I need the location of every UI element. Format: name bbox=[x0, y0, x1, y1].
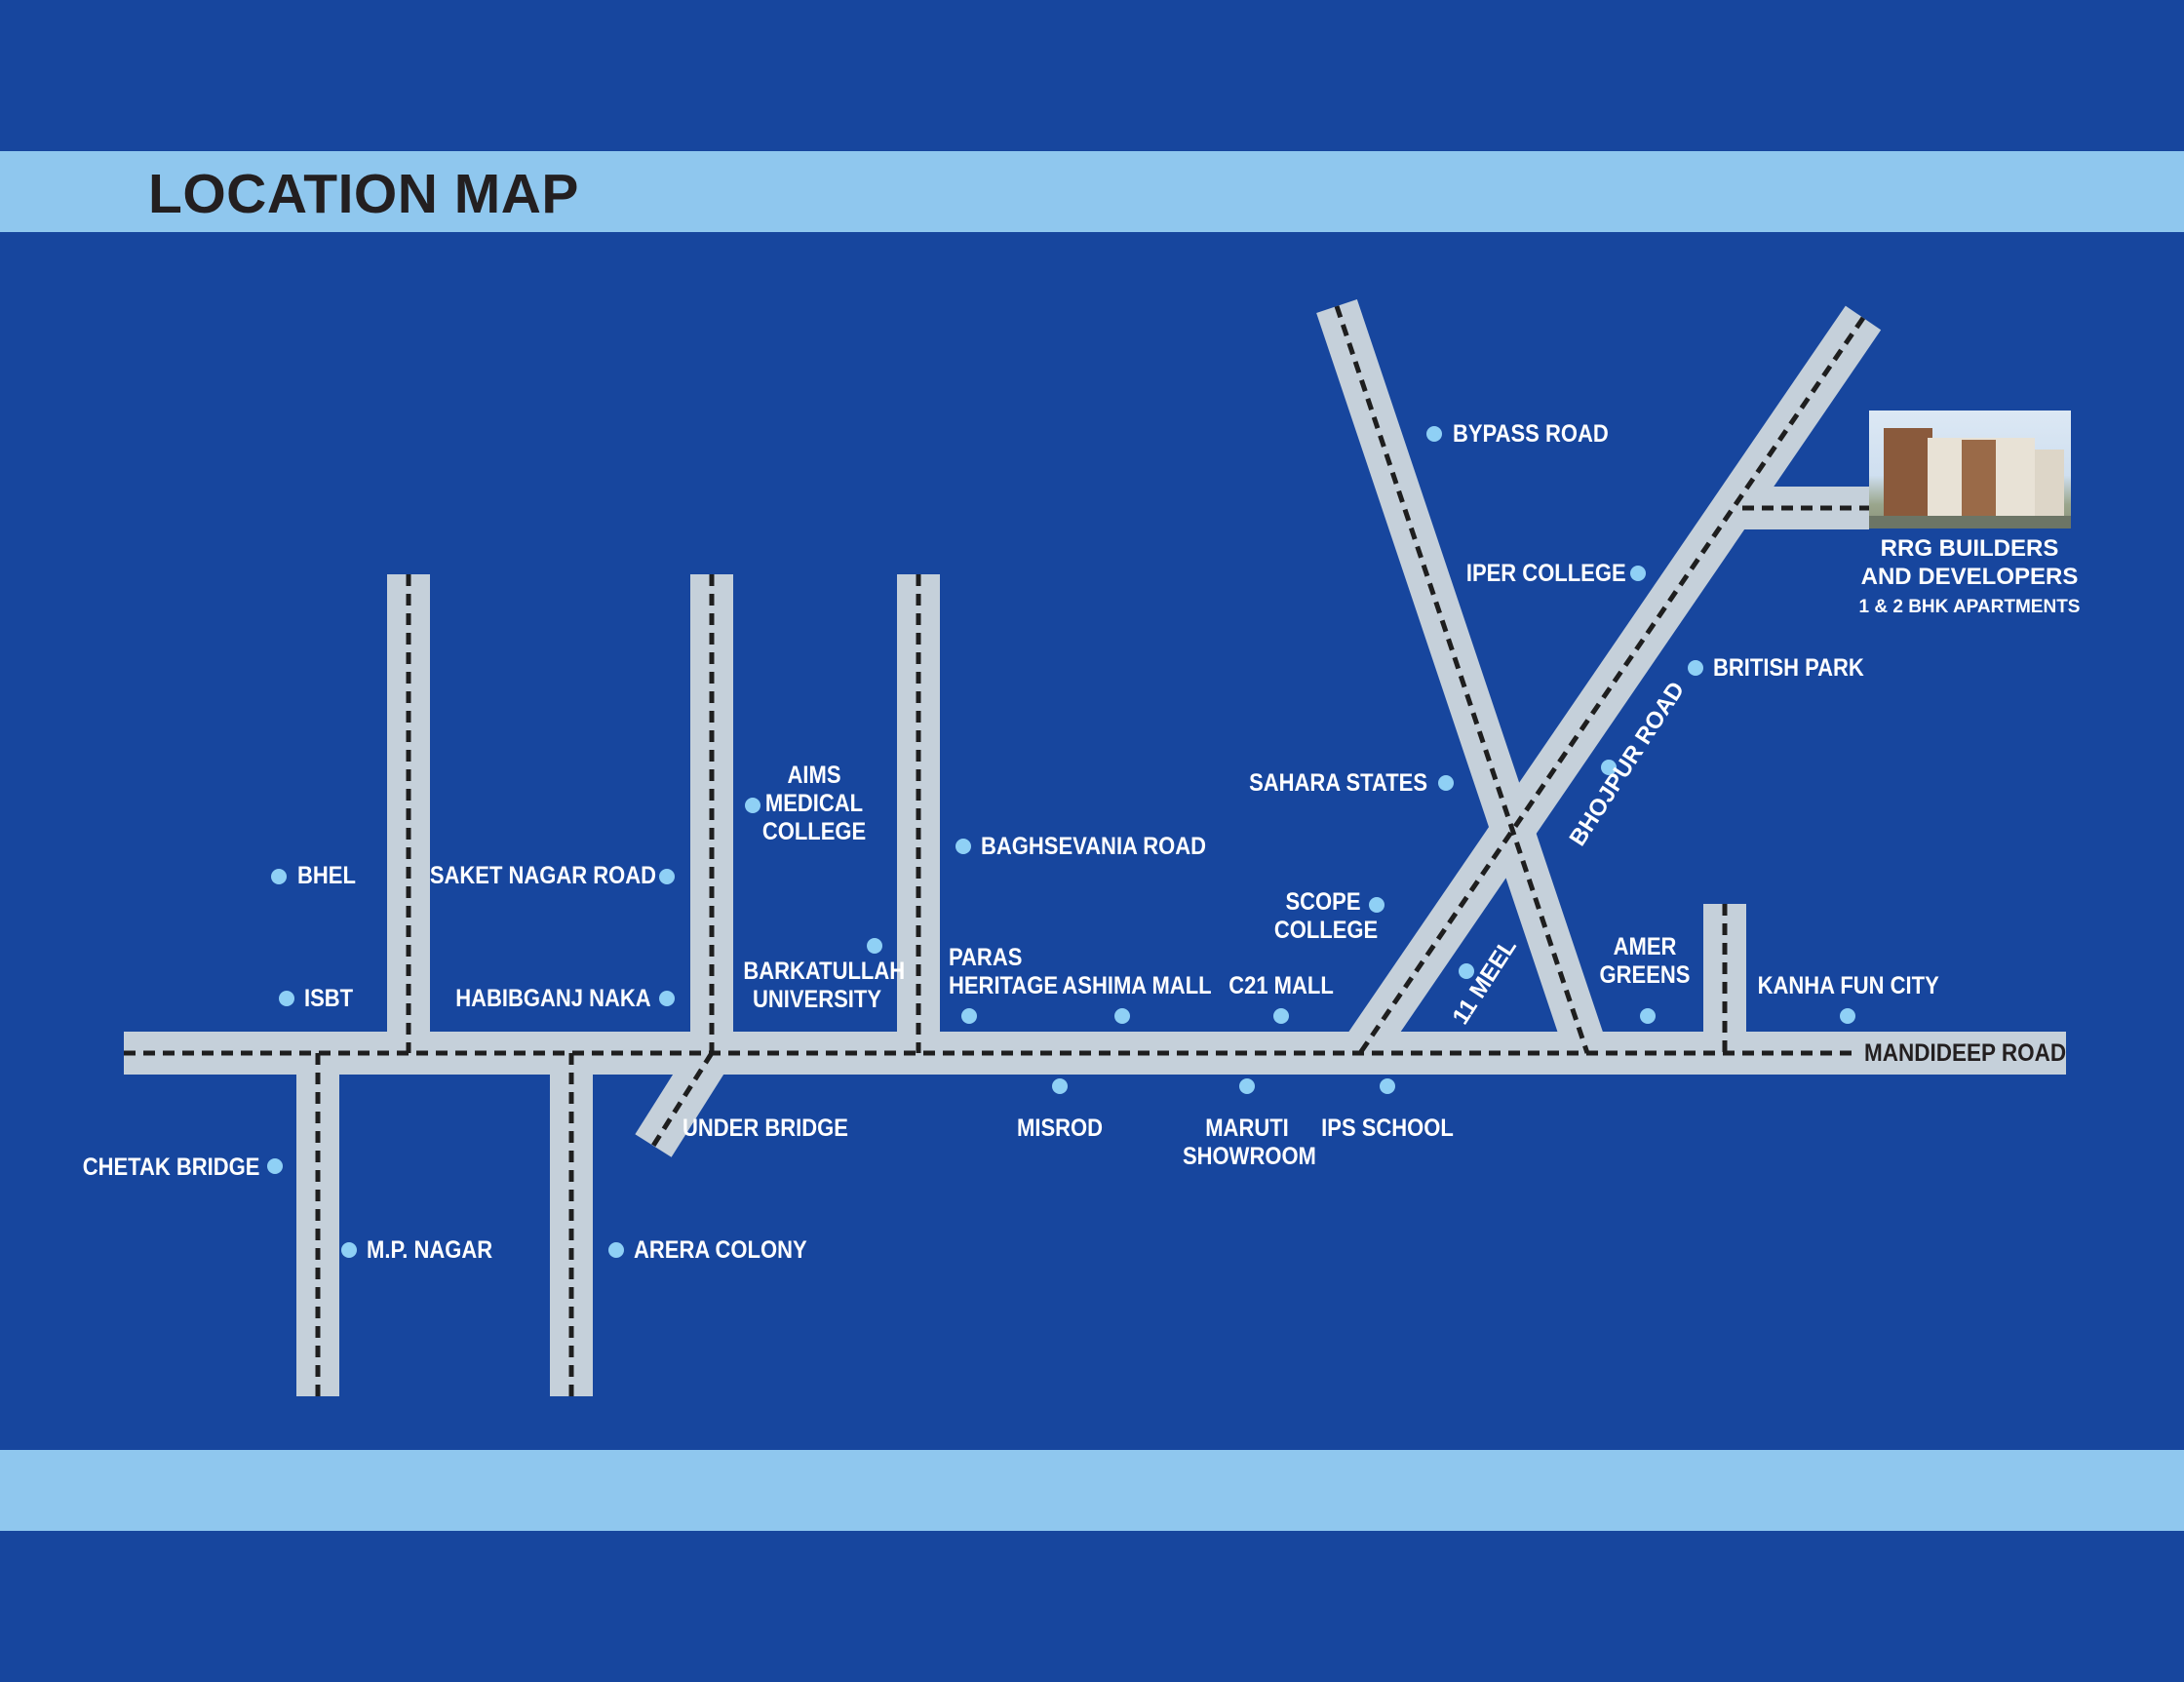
label-amer-greens: AMER GREENS bbox=[1598, 933, 1693, 990]
label-ips-school: IPS SCHOOL bbox=[1321, 1115, 1454, 1142]
dot-c21-mall bbox=[1273, 1008, 1289, 1024]
dot-bhel bbox=[271, 869, 287, 884]
label-habibganj-naka: HABIBGANJ NAKA bbox=[455, 985, 651, 1012]
label-chetak-bridge: CHETAK BRIDGE bbox=[82, 1154, 260, 1181]
project-name: RRG BUILDERS AND DEVELOPERS bbox=[1833, 534, 2106, 591]
road-under-bridge bbox=[635, 1041, 730, 1157]
dot-ips-school bbox=[1380, 1078, 1395, 1094]
title-band bbox=[0, 151, 2184, 232]
project-name-line2: AND DEVELOPERS bbox=[1860, 564, 2079, 590]
label-paras-line2: HERITAGE bbox=[949, 972, 1059, 999]
label-aims-line3: COLLEGE bbox=[761, 818, 867, 845]
dot-isbt bbox=[279, 991, 294, 1006]
dot-misrod bbox=[1052, 1078, 1068, 1094]
dot-maruti-showroom bbox=[1239, 1078, 1255, 1094]
label-maruti-showroom: MARUTI SHOWROOM bbox=[1183, 1115, 1316, 1171]
label-scope-line1: SCOPE bbox=[1285, 888, 1361, 916]
dot-mp-nagar bbox=[341, 1242, 357, 1258]
label-misrod: MISROD bbox=[1017, 1115, 1103, 1142]
label-mandideep-road: MANDIDEEP ROAD bbox=[1864, 1039, 2067, 1067]
label-barkatullah-university: BARKATULLAH UNIVERSITY bbox=[743, 958, 906, 1014]
dot-aims bbox=[745, 798, 760, 813]
label-baghsevania-road: BAGHSEVANIA ROAD bbox=[981, 833, 1207, 860]
dash-bhojpur bbox=[1357, 316, 1866, 1055]
label-bhel: BHEL bbox=[297, 862, 356, 889]
dot-baghsevania-road bbox=[956, 839, 971, 854]
label-saket-nagar-road: SAKET NAGAR ROAD bbox=[429, 862, 657, 889]
label-aims-medical-college: AIMS MEDICAL COLLEGE bbox=[761, 762, 866, 846]
label-aims-line2: MEDICAL bbox=[764, 790, 864, 817]
dash-bypass bbox=[1334, 305, 1590, 1054]
apartment-building-photo bbox=[1869, 411, 2071, 528]
dot-bypass-road bbox=[1426, 426, 1442, 442]
label-aims-line1: AIMS bbox=[787, 762, 841, 789]
dot-paras-heritage bbox=[961, 1008, 977, 1024]
label-amer-line1: AMER bbox=[1613, 933, 1677, 960]
label-arera-colony: ARERA COLONY bbox=[634, 1236, 807, 1264]
dot-arera-colony bbox=[608, 1242, 624, 1258]
page-title: LOCATION MAP bbox=[148, 163, 579, 225]
dot-habibganj-naka bbox=[659, 991, 675, 1006]
dot-british-park bbox=[1688, 660, 1703, 676]
dot-saket-nagar-road bbox=[659, 869, 675, 884]
label-barkatullah-line2: UNIVERSITY bbox=[752, 986, 882, 1013]
project-name-line1: RRG BUILDERS bbox=[1880, 535, 2059, 562]
dot-iper-college bbox=[1630, 566, 1646, 581]
dot-scope-college bbox=[1369, 897, 1384, 913]
bottom-band bbox=[0, 1450, 2184, 1531]
dot-11-meel bbox=[1459, 963, 1474, 979]
project-subtitle: 1 & 2 BHK APARTMENTS bbox=[1858, 597, 2081, 617]
dot-chetak-bridge bbox=[267, 1158, 283, 1174]
dot-barkatullah bbox=[867, 938, 882, 954]
label-maruti-line1: MARUTI bbox=[1205, 1115, 1289, 1142]
label-iper-college: IPER COLLEGE bbox=[1465, 560, 1626, 587]
label-scope-line2: COLLEGE bbox=[1273, 917, 1379, 944]
dot-sahara-states bbox=[1438, 775, 1454, 791]
dot-bhojpur-road bbox=[1601, 760, 1617, 775]
dot-amer-greens bbox=[1640, 1008, 1656, 1024]
label-ashima-mall: ASHIMA MALL bbox=[1062, 972, 1212, 999]
label-barkatullah-line1: BARKATULLAH bbox=[743, 958, 906, 985]
label-sahara-states: SAHARA STATES bbox=[1249, 769, 1427, 797]
label-isbt: ISBT bbox=[304, 985, 354, 1012]
label-bypass-road: BYPASS ROAD bbox=[1453, 420, 1609, 448]
label-c21-mall: C21 MALL bbox=[1228, 972, 1334, 999]
label-amer-line2: GREENS bbox=[1599, 961, 1691, 989]
label-british-park: BRITISH PARK bbox=[1713, 654, 1864, 682]
label-scope-college: SCOPE COLLEGE bbox=[1273, 888, 1379, 945]
dot-kanha-fun-city bbox=[1840, 1008, 1855, 1024]
label-maruti-line2: SHOWROOM bbox=[1183, 1143, 1316, 1170]
label-under-bridge: UNDER BRIDGE bbox=[682, 1115, 848, 1142]
label-kanha-fun-city: KANHA FUN CITY bbox=[1757, 972, 1939, 999]
dot-ashima-mall bbox=[1114, 1008, 1130, 1024]
label-mp-nagar: M.P. NAGAR bbox=[367, 1236, 493, 1264]
label-paras-heritage: PARAS HERITAGE bbox=[949, 944, 1058, 1000]
label-paras-line1: PARAS bbox=[949, 944, 1023, 971]
